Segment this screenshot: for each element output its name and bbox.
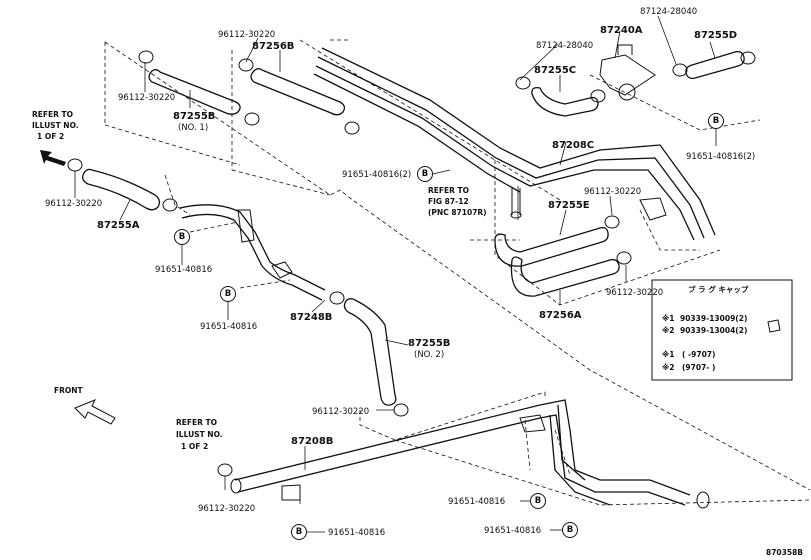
label-87255C: 87255C: [534, 65, 576, 76]
label-87208B: 87208B: [291, 436, 333, 447]
label-96112-30220-e: 96112-30220: [198, 504, 255, 514]
refer-left-top-2: ILLUST NO.: [32, 121, 79, 130]
label-96112-30220-f: 96112-30220: [584, 187, 641, 197]
label-96112-30220-a: 96112-30220: [218, 30, 275, 40]
callout-b-4: B: [708, 113, 724, 129]
legend2-range: (9707- ): [682, 363, 715, 372]
label-91651-40816-c: 91651-40816: [328, 528, 385, 538]
hose-87256A: [510, 256, 620, 297]
plug-row1-mark: ※1: [662, 314, 675, 323]
label-87255A: 87255A: [97, 220, 140, 231]
callout-b-3: B: [417, 166, 433, 182]
label-96112-30220-g: 96112-30220: [606, 288, 663, 298]
label-87255B-no1-note: (NO. 1): [178, 123, 208, 133]
callout-circles: B B B B B B B: [174, 113, 724, 540]
label-96112-30220-d: 96112-30220: [312, 407, 369, 417]
hose-87255B-no1: [148, 69, 241, 115]
hose-87255E: [494, 226, 609, 267]
svg-text:B: B: [713, 116, 719, 126]
svg-text:B: B: [225, 289, 231, 299]
label-87124-28040-a: 87124-28040: [536, 41, 593, 51]
refer-left-top-3: 1 OF 2: [37, 132, 64, 141]
hose-87255D: [685, 50, 745, 80]
plug-row1-part: 90339-13009(2): [680, 314, 747, 323]
front-label: FRONT: [54, 386, 84, 395]
svg-text:B: B: [296, 527, 302, 537]
refer-fig-3: (PNC 87107R): [428, 208, 487, 217]
legend2-mark: ※2: [662, 363, 675, 372]
pipe-87248B: [179, 204, 326, 301]
hose-87255B-no2: [343, 298, 397, 406]
pipe-87208B: [230, 399, 710, 509]
label-91651-40816-e: 91651-40816: [484, 526, 541, 536]
hose-87255C: [531, 86, 599, 117]
callout-b-6: B: [530, 493, 546, 509]
label-87255B-no2: 87255B: [408, 338, 450, 349]
svg-text:B: B: [567, 525, 573, 535]
label-91651-40816-a: 91651-40816: [155, 265, 212, 275]
label-91651-40816-2-a: 91651-40816(2): [342, 170, 411, 180]
legend1-mark: ※1: [662, 350, 675, 359]
label-87256B: 87256B: [252, 41, 294, 52]
refer-arrow-icon: [40, 150, 66, 166]
refer-left-top-1: REFER TO: [32, 110, 73, 119]
label-91651-40816-d: 91651-40816: [448, 497, 505, 507]
label-87124-28040-b: 87124-28040: [640, 7, 697, 17]
svg-text:B: B: [535, 496, 541, 506]
label-87248B: 87248B: [290, 312, 332, 323]
refer-left-bottom-2: ILLUST NO.: [176, 430, 223, 439]
refer-left-bottom-1: REFER TO: [176, 418, 217, 427]
fig-ref-pipes: [510, 188, 522, 219]
refer-fig-1: REFER TO: [428, 186, 469, 195]
labels: 96112-30220 87256B 96112-30220 87255B (N…: [32, 7, 803, 557]
front-arrow-icon: [74, 399, 116, 425]
label-87255B-no1: 87255B: [173, 111, 215, 122]
plug-table-title: プ ラ グ キャップ: [688, 284, 749, 294]
clamps: [67, 50, 756, 477]
refer-fig-2: FIG 87-12: [428, 197, 469, 206]
callout-b-2: B: [220, 286, 236, 302]
plug-row2-part: 90339-13004(2): [680, 326, 747, 335]
label-87255B-no2-note: (NO. 2): [414, 350, 444, 360]
callout-b-5: B: [291, 524, 307, 540]
label-87208C: 87208C: [552, 140, 594, 151]
label-87240A: 87240A: [600, 25, 643, 36]
refer-left-bottom-3: 1 OF 2: [181, 442, 208, 451]
svg-text:B: B: [179, 232, 185, 242]
label-91651-40816-2-b: 91651-40816(2): [686, 152, 755, 162]
callout-b-7: B: [562, 522, 578, 538]
pipe-87208C-bundle: [313, 47, 716, 241]
label-91651-40816-b: 91651-40816: [200, 322, 257, 332]
label-87255E: 87255E: [548, 200, 590, 211]
legend1-range: ( -9707): [682, 350, 715, 359]
label-96112-30220-b: 96112-30220: [118, 93, 175, 103]
label-87256A: 87256A: [539, 310, 582, 321]
diagram-id: 870358B: [766, 548, 803, 557]
callout-b-1: B: [174, 229, 190, 245]
hose-87256B: [250, 68, 346, 116]
label-96112-30220-c: 96112-30220: [45, 199, 102, 209]
hose-87255A: [82, 168, 161, 211]
plug-row2-mark: ※2: [662, 326, 675, 335]
plug-cap-icon: [767, 319, 781, 333]
valve-87240A: [599, 44, 656, 101]
leader-lines: [74, 15, 717, 533]
label-87255D: 87255D: [694, 30, 737, 41]
plug-cap-table: プ ラ グ キャップ ※1 90339-13009(2) ※2 90339-13…: [651, 279, 793, 381]
svg-text:B: B: [422, 169, 428, 179]
